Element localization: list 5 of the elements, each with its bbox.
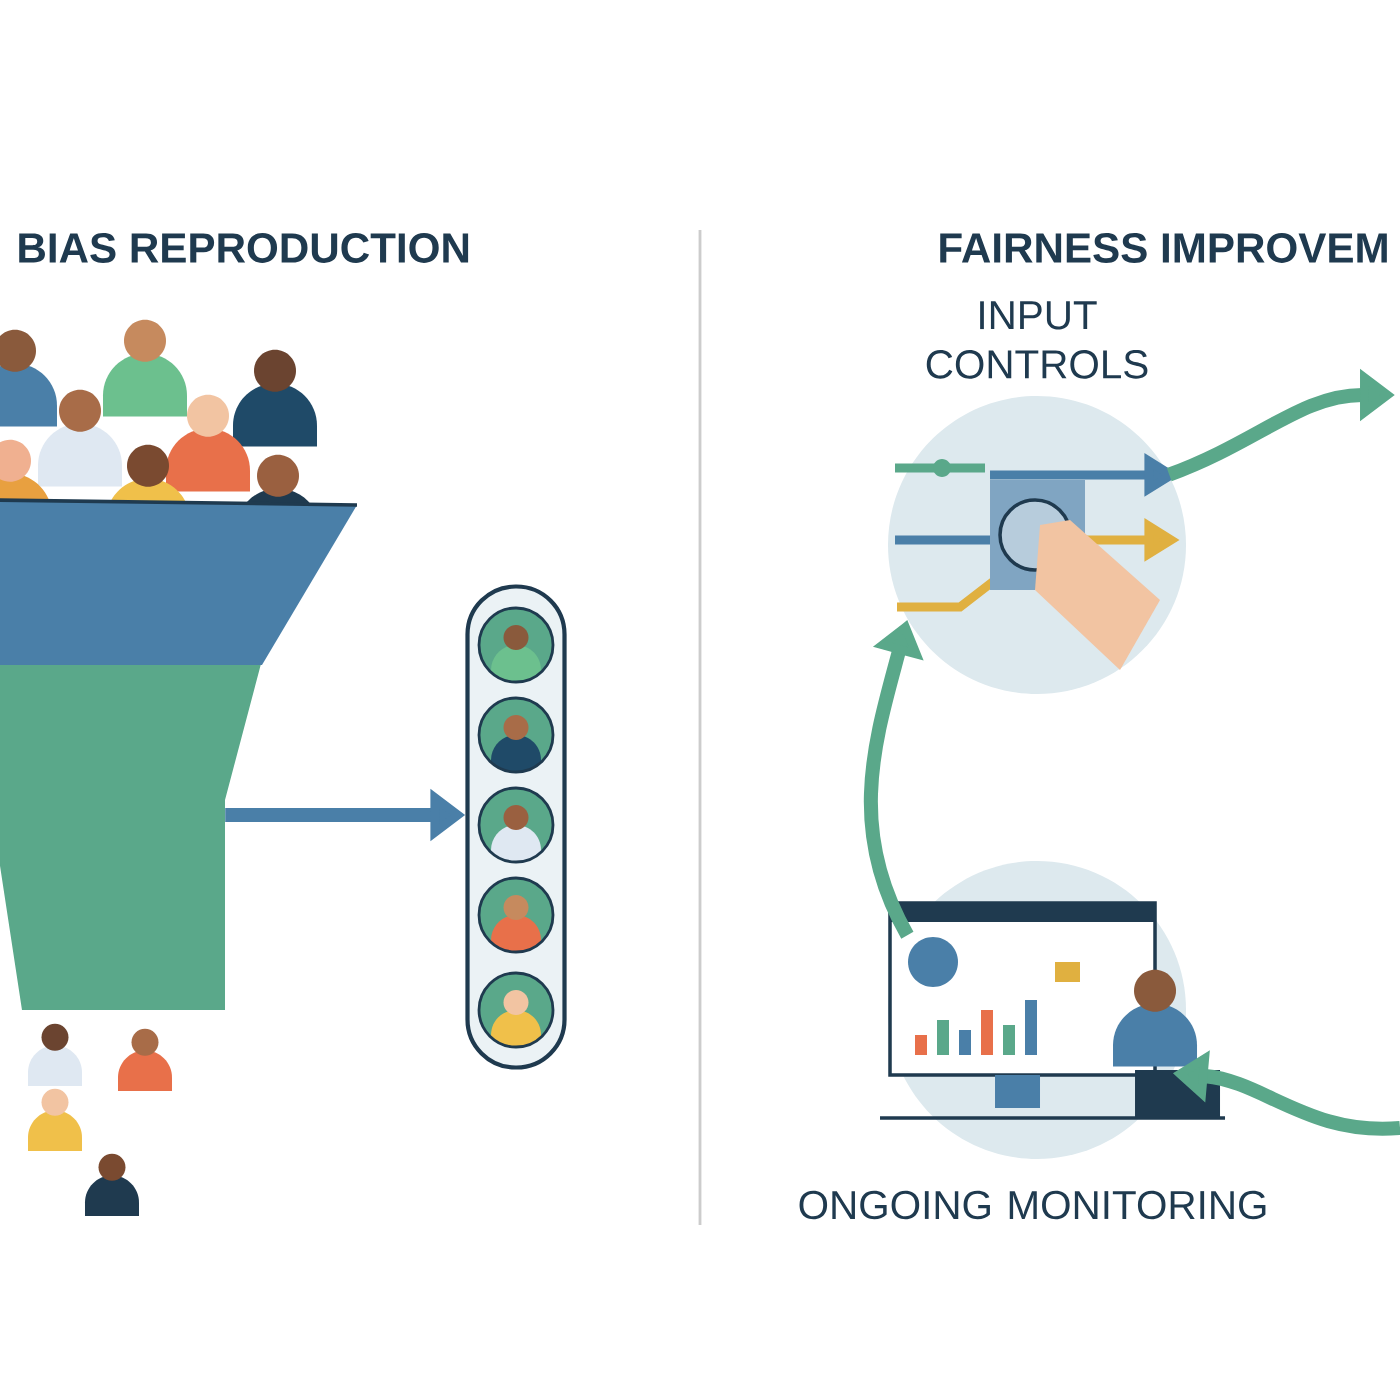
section-heading: BIAS REPRODUCTION <box>19 233 469 263</box>
section-heading: FAIRNESS IMPROVEM <box>940 233 1387 263</box>
node-label: INPUT CONTROLS <box>926 301 1148 379</box>
shortlist-column <box>465 584 567 1070</box>
node-label: ONGOING MONITORING <box>799 1190 1266 1220</box>
